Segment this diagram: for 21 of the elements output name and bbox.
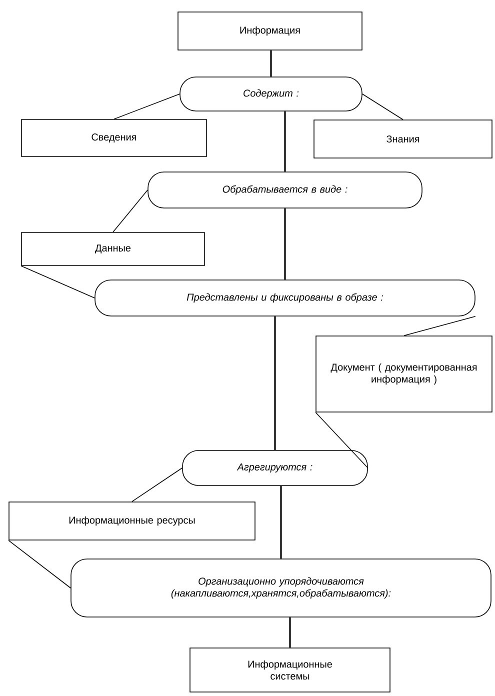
concept-box: Знания <box>314 120 492 158</box>
concept-box: Информация <box>178 12 362 50</box>
concept-box: Информационные системы <box>190 648 390 692</box>
connector-line <box>315 412 368 468</box>
concept-box: Документ ( документированная информация ) <box>316 336 492 412</box>
connector-line <box>404 316 476 336</box>
connector-line <box>362 94 404 120</box>
connector-line <box>280 486 282 559</box>
connector-line <box>284 111 286 172</box>
connector-line <box>114 94 180 120</box>
connector-line <box>132 468 182 502</box>
connector-line <box>274 316 276 450</box>
concept-box: Сведения <box>21 119 207 157</box>
concept-box: Информационные ресурсы <box>8 502 256 540</box>
concept-box: Данные <box>21 232 205 266</box>
connector-line <box>8 540 71 588</box>
connector-line <box>20 266 95 298</box>
connector-line <box>289 617 291 648</box>
connector-line <box>284 208 286 280</box>
connector-line <box>270 50 272 77</box>
connector-line <box>112 190 148 232</box>
